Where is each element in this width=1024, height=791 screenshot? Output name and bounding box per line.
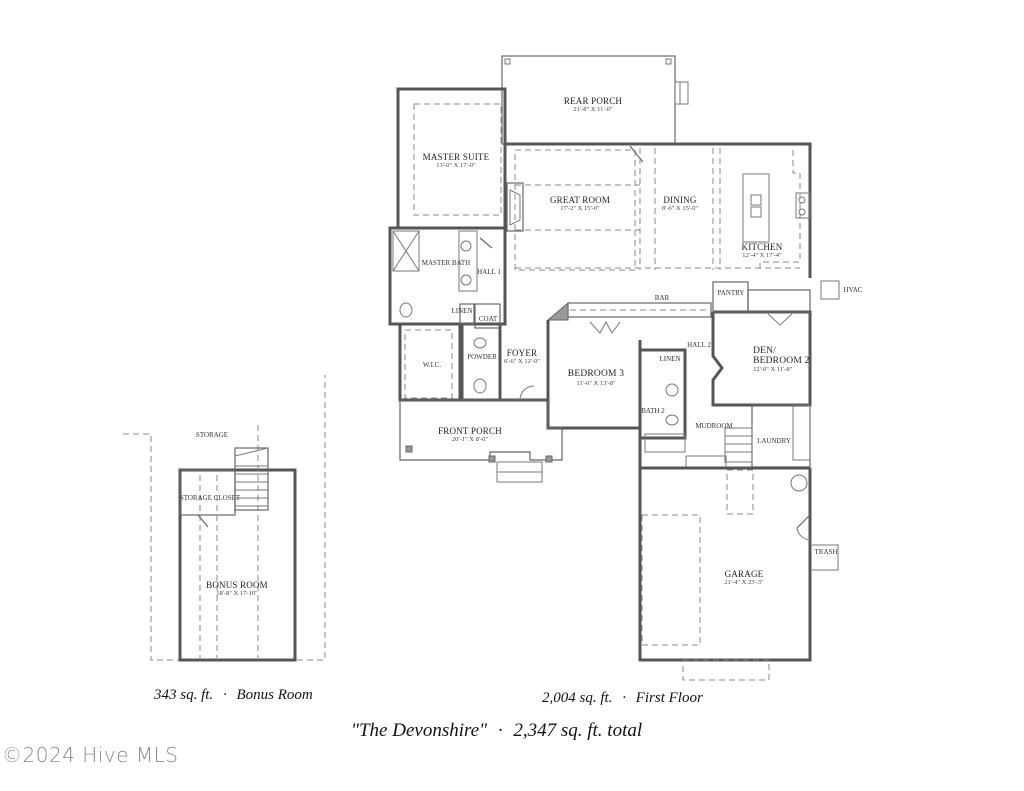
separator: · <box>622 690 626 706</box>
room-dimensions: 21'-4" X 23'-3" <box>724 579 764 586</box>
main-exterior-wall <box>505 142 812 278</box>
room-bath-2: BATH 2 <box>641 407 665 415</box>
separator: · <box>222 687 227 703</box>
room-wic: W.I.C. <box>422 361 442 369</box>
first-floor-caption: 2,004 sq. ft. · First Floor <box>542 690 703 707</box>
room-name-line-1: DEN/ <box>753 346 777 356</box>
room-name: GARAGE <box>724 569 764 579</box>
room-bedroom-3: BEDROOM 3 11'-0" X 13'-8" <box>567 369 625 387</box>
room-dimensions: 21'-8" X 11'-0" <box>573 106 613 113</box>
room-storage: STORAGE <box>195 431 229 439</box>
room-name: DINING <box>663 195 697 205</box>
room-dimensions: 12'-4" X 17'-4" <box>742 252 782 259</box>
first-floor-name: First Floor <box>635 690 703 706</box>
room-hvac: HVAC <box>843 286 863 294</box>
room-pantry: PANTRY <box>717 289 745 297</box>
room-linen-2: LINEN <box>659 355 681 363</box>
room-powder: POWDER <box>467 353 497 361</box>
room-dimensions: 13'-0" X 17'-0" <box>436 162 476 169</box>
bonus-area: 343 sq. ft. <box>154 687 214 703</box>
room-garage: GARAGE 21'-4" X 23'-3" <box>724 570 763 587</box>
bonus-room-walls <box>178 468 297 662</box>
room-name-line-2: BEDROOM 2 <box>753 355 810 366</box>
room-rear-porch: REAR PORCH 21'-8" X 11'-0" <box>564 97 622 114</box>
den-walls <box>711 310 812 407</box>
master-bath-walls <box>388 226 507 326</box>
copyright-watermark: ©2024 Hive MLS <box>2 743 179 767</box>
bonus-floor-caption: 343 sq. ft. · Bonus Room <box>154 687 313 704</box>
room-storage-closet: STORAGE CLOSET <box>179 494 241 502</box>
room-great-room: GREAT ROOM 17'-2" X 15'-0" <box>550 196 610 213</box>
room-dimensions: 6'-6" X 12'-0" <box>503 358 541 365</box>
room-name: KITCHEN <box>741 242 783 252</box>
room-bar: BAR <box>654 294 670 302</box>
room-name: REAR PORCH <box>563 96 623 106</box>
room-dimensions: 17'-2" X 15'-0" <box>560 205 600 212</box>
room-name: BONUS ROOM <box>206 580 268 590</box>
room-mudroom: MUDROOM <box>695 422 733 430</box>
room-name: FOYER <box>506 348 538 358</box>
bonus-attic-outline <box>123 375 326 661</box>
room-foyer: FOYER 6'-6" X 12'-0" <box>504 349 540 366</box>
room-dimensions: 20'-1" X 8'-0" <box>451 436 489 443</box>
room-master-bath: MASTER BATH <box>421 259 471 267</box>
room-dimensions: 11'-0" X 13'-8" <box>576 379 616 387</box>
room-dimensions: 8'-6" X 15'-0" <box>661 205 699 212</box>
room-name: FRONT PORCH <box>438 426 502 436</box>
front-porch-outline <box>399 399 563 461</box>
first-floor-area: 2,004 sq. ft. <box>542 690 613 706</box>
room-name: BEDROOM 3 <box>567 369 625 379</box>
room-name: MASTER SUITE <box>422 152 490 162</box>
room-dimensions: 18'-8" X 17-10" <box>216 590 258 597</box>
room-hall-1: HALL 1 <box>477 268 501 276</box>
room-coat: COAT <box>478 315 498 323</box>
room-dining: DINING 8'-6" X 15'-0" <box>662 196 698 213</box>
plan-total-area: 2,347 sq. ft. total <box>513 720 643 741</box>
separator: · <box>497 720 503 741</box>
plan-title: "The Devonshire" <box>351 720 488 741</box>
room-kitchen: KITCHEN 12'-4" X 17'-4" <box>742 243 783 260</box>
room-dimensions: 12'-0" X 11'-8" <box>753 366 793 373</box>
room-den-bedroom-2: DEN/ BEDROOM 2 12'-0" X 11'-8" <box>753 346 810 374</box>
plan-title-caption: "The Devonshire" · 2,347 sq. ft. total <box>351 720 642 742</box>
room-front-porch: FRONT PORCH 20'-1" X 8'-0" <box>438 427 502 444</box>
bonus-floor-name: Bonus Room <box>236 687 313 703</box>
room-hall-2: HALL 2 <box>687 341 711 349</box>
room-bonus-room: BONUS ROOM 18'-8" X 17-10" <box>206 581 268 598</box>
room-linen-1: LINEN <box>451 307 473 315</box>
room-name: GREAT ROOM <box>549 195 611 205</box>
room-master-suite: MASTER SUITE 13'-0" X 17'-0" <box>423 153 490 170</box>
room-trash: TRASH <box>814 548 838 556</box>
garage-walls <box>638 438 812 662</box>
room-laundry: LAUNDRY <box>757 437 791 445</box>
